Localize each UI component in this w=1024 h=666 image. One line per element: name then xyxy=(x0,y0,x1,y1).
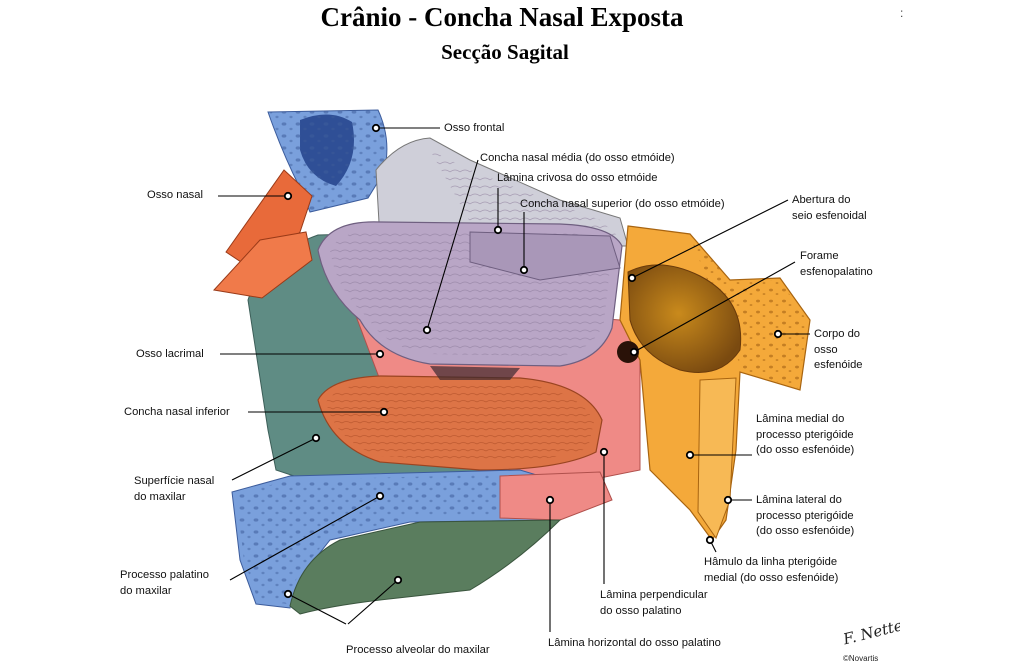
signature-text: F. Netter xyxy=(840,614,900,648)
marker-lamina-lateral xyxy=(723,495,733,505)
marker-lamina-crivosa xyxy=(493,225,503,235)
superior-concha xyxy=(469,231,621,281)
label-lamina-lateral: Lâmina lateral do processo pterigóide (d… xyxy=(756,494,855,537)
label-superficie-maxilar: Superfície nasal do maxilar xyxy=(134,475,215,503)
label-osso-lacrimal: Osso lacrimal xyxy=(136,348,204,360)
label-lamina-horizontal: Lâmina horizontal do osso palatino xyxy=(548,637,721,649)
marker-concha-inferior xyxy=(379,407,389,417)
netter-signature: F. Netter xyxy=(840,614,900,648)
label-lamina-medial: Lâmina medial do processo pterigóide (do… xyxy=(756,413,855,456)
stray-mark: : xyxy=(900,6,904,20)
label-hamulo: Hâmulo da linha pterigóide medial (do os… xyxy=(704,556,839,584)
marker-alveolar-a xyxy=(283,589,293,599)
marker-hamulo xyxy=(705,535,715,545)
label-processo-palatino: Processo palatino do maxilar xyxy=(120,569,209,597)
marker-lamina-medial xyxy=(685,450,695,460)
sphenoid-spongy xyxy=(690,236,808,388)
marker-osso-frontal xyxy=(371,123,381,133)
copyright: ©Novartis xyxy=(843,654,879,663)
label-lamina-perpendicular: Lâmina perpendicular do osso palatino xyxy=(600,589,708,617)
marker-lamina-horizontal xyxy=(545,495,555,505)
marker-osso-lacrimal xyxy=(375,349,385,359)
meatus-shadow xyxy=(430,366,520,380)
frontal-spongy xyxy=(270,110,387,212)
label-corpo-esfenoide: Corpo do osso esfenóide xyxy=(814,328,863,371)
diagram-subtitle: Secção Sagital xyxy=(441,40,569,64)
label-osso-nasal: Osso nasal xyxy=(147,189,203,201)
inferior-concha-texture xyxy=(326,382,594,462)
marker-corpo xyxy=(773,329,783,339)
nasal-bone-lower xyxy=(213,231,313,299)
marker-forame xyxy=(629,347,639,357)
label-abertura-seio: Abertura do seio esfenoidal xyxy=(792,194,867,222)
label-processo-alveolar: Processo alveolar do maxilar xyxy=(346,644,490,656)
marker-concha-media xyxy=(422,325,432,335)
marker-superficie-maxilar xyxy=(311,433,321,443)
diagram-title: Crânio - Concha Nasal Exposta xyxy=(320,2,684,32)
palatine-process-spongy xyxy=(236,474,556,604)
sphenopalatine-foramen xyxy=(617,341,639,363)
label-concha-media: Concha nasal média (do osso etmóide) xyxy=(480,152,675,164)
marker-osso-nasal xyxy=(283,191,293,201)
cribriform-plate xyxy=(430,150,620,240)
label-forame: Forame esfenopalatino xyxy=(800,250,873,278)
marker-alveolar-b xyxy=(393,575,403,585)
marker-abertura xyxy=(627,273,637,283)
sphenoid-sinus xyxy=(627,264,742,373)
marker-lamina-perpendicular xyxy=(599,447,609,457)
horizontal-plate xyxy=(499,471,613,521)
marker-processo-palatino xyxy=(375,491,385,501)
label-concha-inferior: Concha nasal inferior xyxy=(124,406,230,418)
label-lamina-crivosa: Lâmina crivosa do osso etmóide xyxy=(497,172,658,184)
alveolar-process xyxy=(289,519,562,615)
label-osso-frontal: Osso frontal xyxy=(444,122,505,134)
marker-concha-superior xyxy=(519,265,529,275)
label-concha-superior: Concha nasal superior (do osso etmóide) xyxy=(520,198,725,210)
